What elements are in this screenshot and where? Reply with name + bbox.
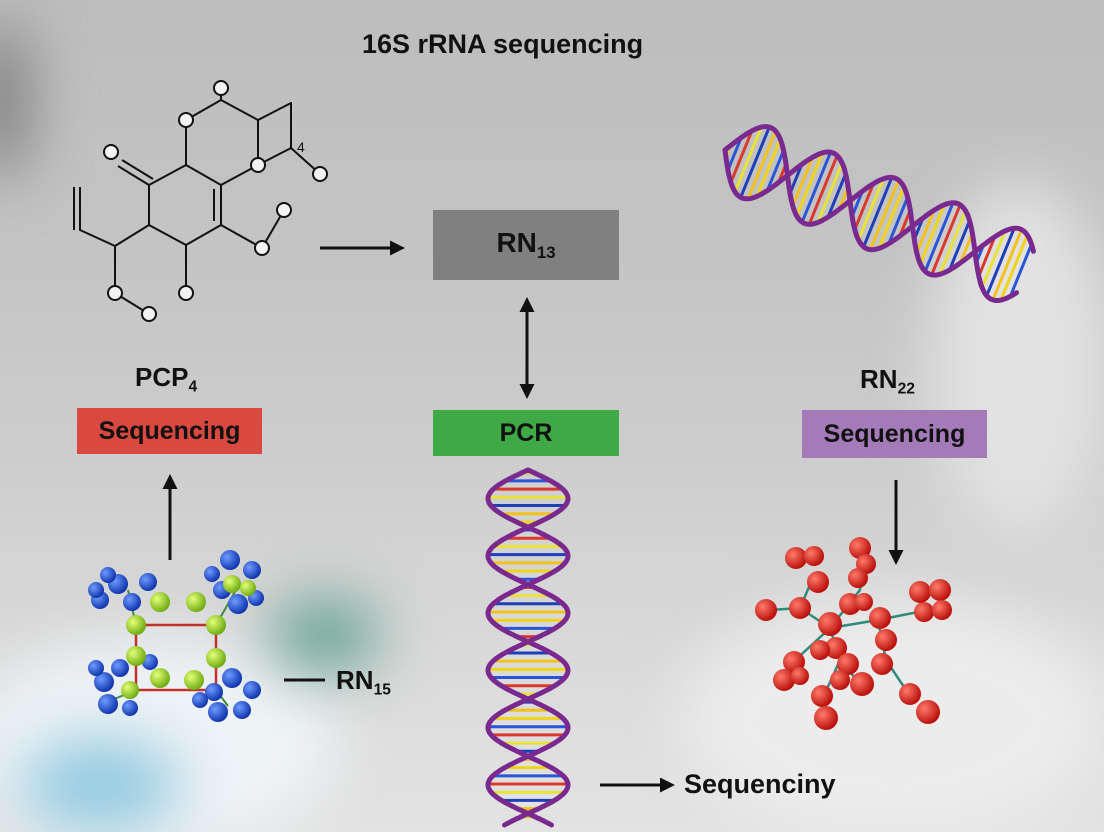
base-pair bbox=[853, 183, 875, 231]
ball-stick-model-blue-green bbox=[88, 550, 264, 722]
base-pair bbox=[733, 126, 763, 193]
base-pair bbox=[857, 178, 885, 241]
ball-stick-model-red bbox=[755, 537, 952, 730]
rn15-label: RN15 bbox=[336, 665, 391, 699]
base-pair bbox=[977, 236, 997, 277]
structure-atoms bbox=[103, 80, 328, 322]
base-pair bbox=[807, 155, 839, 225]
base-pair bbox=[746, 130, 777, 200]
base-pair bbox=[1008, 243, 1033, 297]
base-pair bbox=[726, 137, 743, 171]
base-pair bbox=[755, 138, 782, 197]
base-pair bbox=[869, 179, 901, 251]
base-pair bbox=[816, 162, 844, 223]
base-pair bbox=[729, 130, 754, 184]
dna-helix-center bbox=[485, 467, 571, 828]
base-pair bbox=[887, 196, 910, 245]
base-pair bbox=[918, 204, 946, 265]
rn13-box: RN13 bbox=[433, 210, 619, 280]
base-pair bbox=[765, 149, 785, 192]
base-pair bbox=[788, 163, 804, 194]
dna-backbone-strand bbox=[722, 124, 1036, 278]
dna-backbone-strand bbox=[485, 467, 571, 828]
base-pair bbox=[915, 209, 936, 254]
background-blur bbox=[20, 740, 180, 830]
base-pair bbox=[877, 186, 906, 249]
dna-backbone-strand bbox=[485, 467, 571, 828]
base-pair bbox=[826, 173, 848, 218]
base-pair bbox=[800, 151, 832, 223]
background-blur bbox=[270, 600, 380, 670]
diagram-title: 16S rRNA sequencing bbox=[362, 29, 644, 59]
base-pair bbox=[938, 210, 967, 275]
base-pair bbox=[923, 202, 955, 272]
rn22-label: RN22 bbox=[860, 364, 915, 398]
pcp4-label: PCP4 bbox=[135, 362, 198, 396]
base-pair bbox=[980, 230, 1007, 289]
chemical-structure bbox=[73, 88, 321, 315]
base-pair bbox=[958, 232, 974, 264]
base-pair bbox=[999, 234, 1029, 301]
rn13-label: RN13 bbox=[496, 227, 556, 262]
base-pair bbox=[791, 156, 815, 207]
base-pair bbox=[739, 126, 771, 198]
sequencing-box-right: Sequencing bbox=[802, 410, 987, 458]
base-pair bbox=[862, 176, 894, 248]
base-pair bbox=[930, 204, 962, 276]
base-pair bbox=[991, 229, 1023, 301]
pcr-box: PCR bbox=[433, 410, 619, 456]
structure-locant: 4 bbox=[297, 139, 305, 155]
sequencing-box-left: Sequencing bbox=[77, 408, 262, 454]
sequenciny-label: Sequenciny bbox=[684, 769, 836, 799]
base-pair bbox=[985, 227, 1016, 297]
dna-helix-top-right bbox=[722, 124, 1036, 303]
base-pair bbox=[795, 152, 824, 217]
base-pair bbox=[948, 220, 971, 271]
